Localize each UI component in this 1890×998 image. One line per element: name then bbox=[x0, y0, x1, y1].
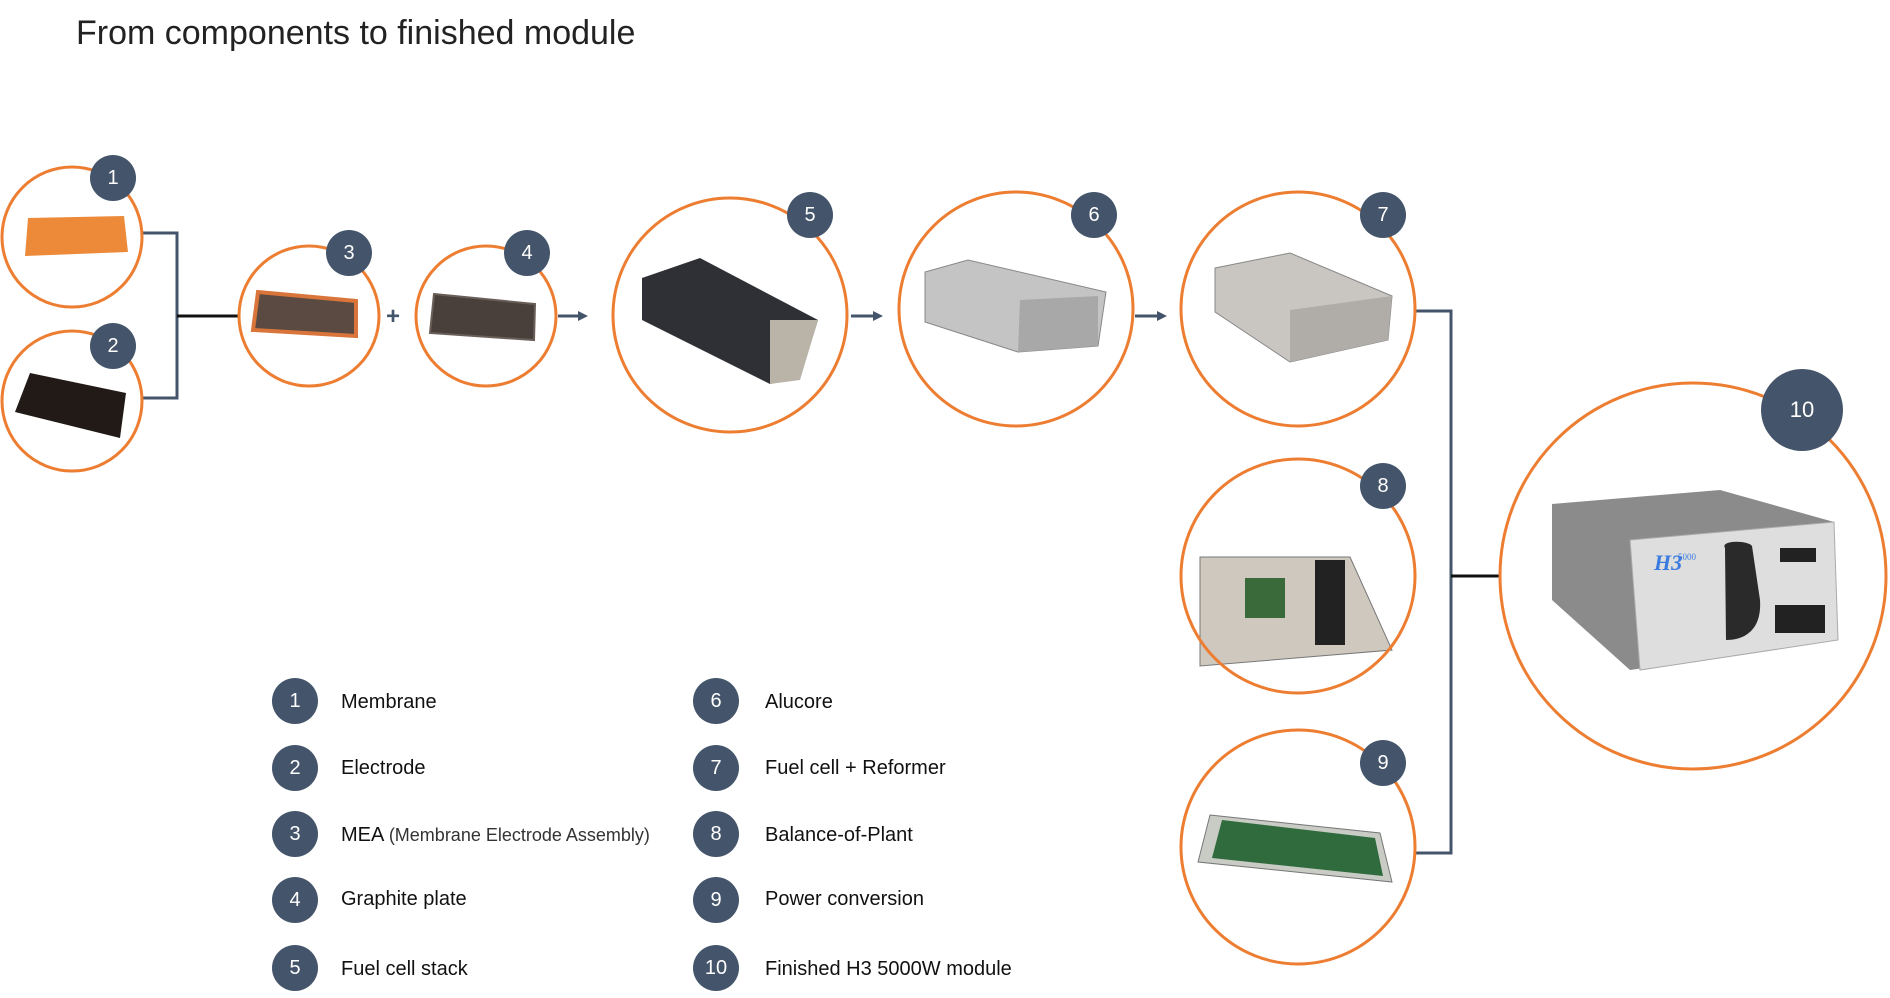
badge-7: 7 bbox=[1360, 192, 1406, 238]
legend-badge-3: 3 bbox=[272, 811, 318, 857]
ring-8 bbox=[1179, 457, 1417, 695]
legend-badge-10: 10 bbox=[693, 945, 739, 991]
badge-1: 1 bbox=[90, 155, 136, 201]
ring-3 bbox=[237, 244, 381, 388]
legend-label-1: Membrane bbox=[341, 691, 437, 713]
legend-label-4: Graphite plate bbox=[341, 888, 467, 910]
connector-1-2-to-3 bbox=[143, 231, 239, 400]
legend-badge-2: 2 bbox=[272, 745, 318, 791]
legend-label-5: Fuel cell stack bbox=[341, 958, 468, 980]
legend-label-2: Electrode bbox=[341, 757, 426, 779]
electrode-image bbox=[15, 373, 126, 438]
legend-badge-8: 8 bbox=[693, 811, 739, 857]
membrane-image bbox=[25, 216, 128, 256]
legend-label-6: Alucore bbox=[765, 691, 833, 713]
ring-7 bbox=[1179, 190, 1417, 428]
ring-4 bbox=[414, 244, 558, 388]
legend-label-3-main: MEA bbox=[341, 824, 384, 846]
badge-6: 6 bbox=[1071, 192, 1117, 238]
balance-of-plant-image bbox=[1199, 556, 1393, 667]
page-title: From components to finished module bbox=[76, 14, 636, 52]
legend-badge-4: 4 bbox=[272, 877, 318, 923]
legend-label-7: Fuel cell + Reformer bbox=[765, 757, 946, 779]
plus-sign: + bbox=[386, 303, 400, 330]
ring-2 bbox=[0, 329, 144, 473]
legend-label-3: MEA (Membrane Electrode Assembly) bbox=[341, 824, 650, 847]
legend-label-10: Finished H3 5000W module bbox=[765, 958, 1012, 980]
legend-badge-1: 1 bbox=[272, 678, 318, 724]
graphite-plate-image bbox=[428, 292, 537, 342]
legend-label-3-sub: (Membrane Electrode Assembly) bbox=[388, 825, 650, 845]
power-conversion-image bbox=[1197, 814, 1393, 883]
legend-label-8: Balance-of-Plant bbox=[765, 824, 913, 846]
badge-10: 10 bbox=[1761, 369, 1843, 451]
ring-5 bbox=[611, 196, 849, 434]
badge-4: 4 bbox=[504, 230, 550, 276]
connector-7-8-9-to-10 bbox=[1416, 309, 1499, 855]
legend-label-9: Power conversion bbox=[765, 888, 924, 910]
fuel-cell-reformer-image bbox=[1214, 252, 1393, 363]
badge-3: 3 bbox=[326, 230, 372, 276]
badge-5: 5 bbox=[787, 192, 833, 238]
h3-logo: H3 bbox=[1653, 550, 1682, 575]
ring-10 bbox=[1498, 381, 1888, 771]
ring-1 bbox=[0, 165, 144, 309]
legend-badge-9: 9 bbox=[693, 877, 739, 923]
legend-badge-7: 7 bbox=[693, 745, 739, 791]
mea-image bbox=[250, 289, 358, 339]
badge-2: 2 bbox=[90, 323, 136, 369]
fuel-cell-stack-image bbox=[642, 258, 818, 384]
h3-module-image: H3 5000 bbox=[1552, 490, 1839, 671]
svg-text:5000: 5000 bbox=[1678, 552, 1697, 562]
ring-6 bbox=[897, 190, 1135, 428]
ring-9 bbox=[1179, 728, 1417, 966]
legend-badge-5: 5 bbox=[272, 945, 318, 991]
badge-9: 9 bbox=[1360, 740, 1406, 786]
legend-badge-6: 6 bbox=[693, 678, 739, 724]
alucore-image bbox=[924, 259, 1107, 353]
badge-8: 8 bbox=[1360, 463, 1406, 509]
